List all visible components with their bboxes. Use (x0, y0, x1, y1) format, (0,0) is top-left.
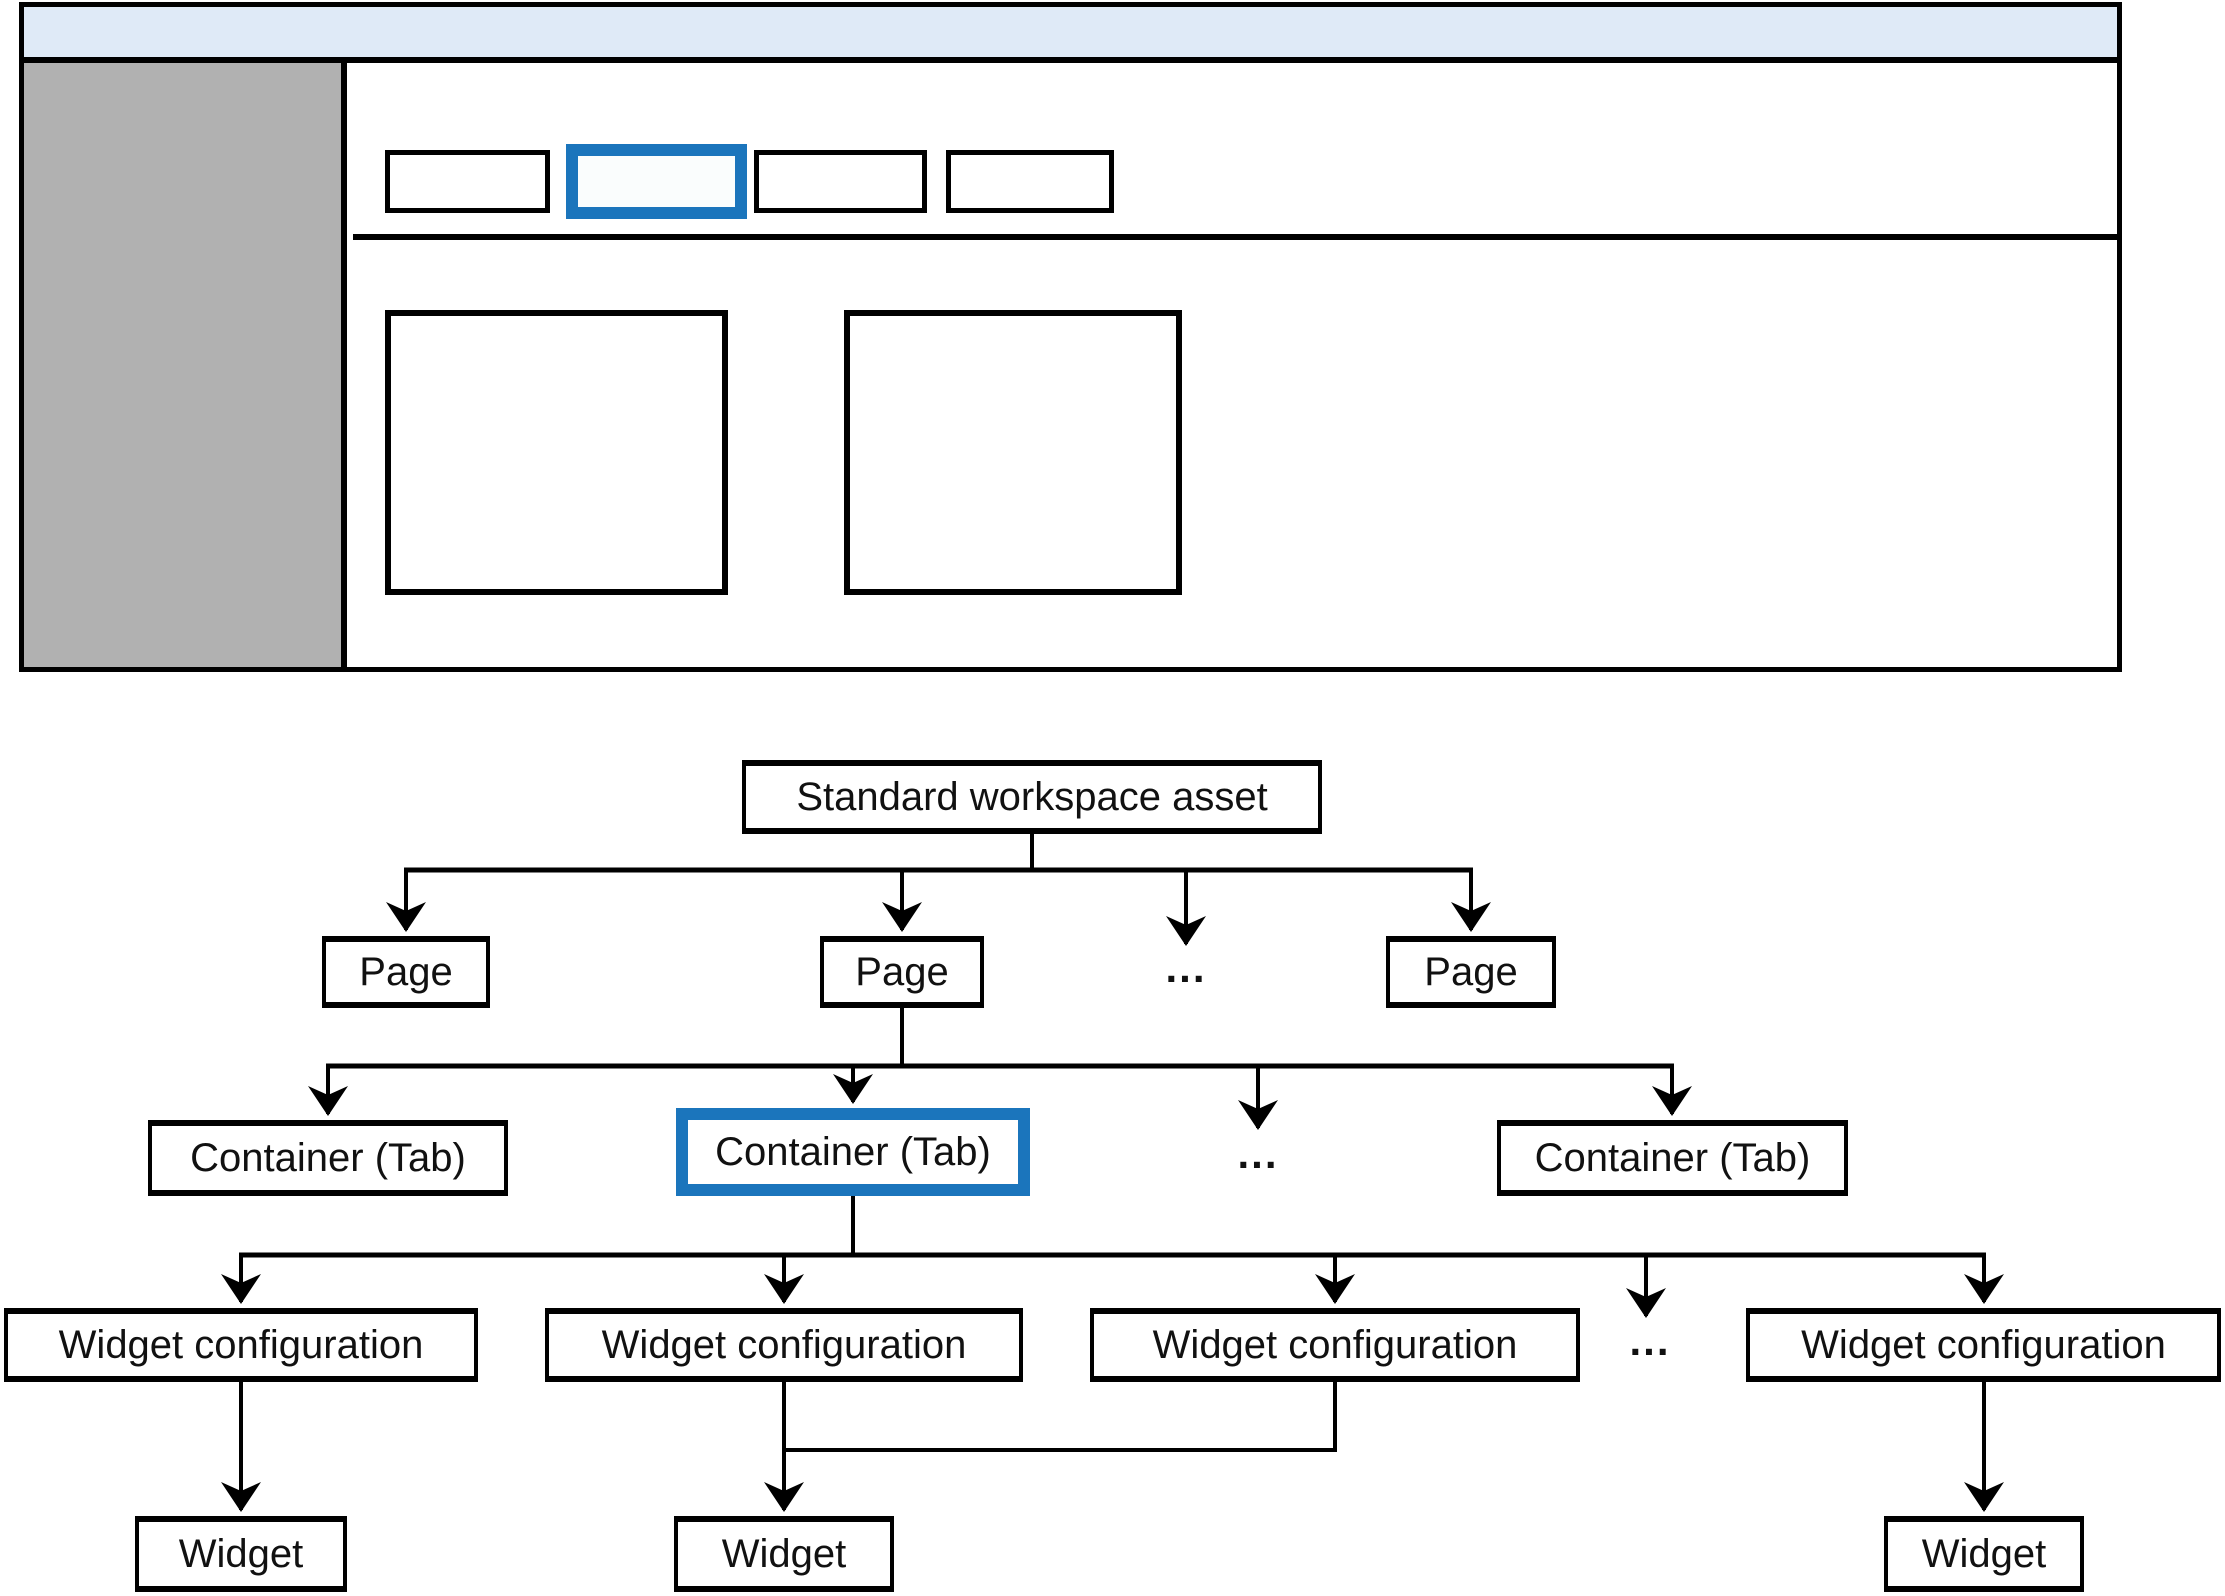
tree-node-widget-3: Widget (1884, 1516, 2084, 1592)
tree-node-label: Container (Tab) (1534, 1136, 1811, 1180)
tree-node-widget-2: Widget (674, 1516, 894, 1592)
tree-node-label: Container (Tab) (715, 1130, 991, 1174)
tree-node-page-2: Page (820, 936, 984, 1008)
wireframe-header-bar (24, 7, 2117, 63)
tree-node-container-tab-1: Container (Tab) (148, 1120, 508, 1196)
tree-node-label: Widget configuration (1152, 1323, 1518, 1367)
tree-node-page-3: Page (1386, 936, 1556, 1008)
wireframe-sidebar (24, 63, 347, 667)
ellipsis-containers: ... (1237, 1130, 1279, 1178)
tree-node-standard-workspace-asset: Standard workspace asset (742, 760, 1322, 834)
ellipsis-widget-configurations: ... (1629, 1317, 1671, 1365)
tree-node-widget-configuration-3: Widget configuration (1090, 1308, 1580, 1382)
tree-node-label: Standard workspace asset (796, 775, 1268, 819)
tree-node-widget-configuration-2: Widget configuration (545, 1308, 1023, 1382)
tree-node-widget-1: Widget (135, 1516, 347, 1592)
wireframe-tab-3 (754, 150, 927, 213)
tree-node-label: Widget configuration (1801, 1323, 2166, 1367)
tree-node-label: Container (Tab) (190, 1136, 466, 1180)
wireframe-tab-2-active (566, 144, 747, 219)
wireframe-content-box-1 (385, 310, 728, 595)
wireframe-tab-1 (385, 150, 550, 213)
tree-node-label: Page (359, 950, 453, 994)
tree-node-label: Page (855, 950, 949, 994)
tree-node-label: Widget (721, 1532, 847, 1576)
tree-node-label: Widget (178, 1532, 304, 1576)
tree-node-widget-configuration-1: Widget configuration (4, 1308, 478, 1382)
wireframe-tab-4 (946, 150, 1114, 213)
tree-node-label: Widget configuration (601, 1323, 967, 1367)
tree-node-label: Page (1424, 950, 1518, 994)
tree-node-container-tab-2-active: Container (Tab) (676, 1108, 1030, 1196)
ellipsis-pages: ... (1165, 944, 1207, 992)
tree-node-page-1: Page (322, 936, 490, 1008)
wireframe-content-box-2 (844, 310, 1182, 595)
tree-node-label: Widget (1921, 1532, 2047, 1576)
wireframe-tabstrip-divider (353, 234, 2117, 240)
tree-node-label: Widget configuration (58, 1323, 424, 1367)
wireframe-window (19, 2, 2122, 672)
tree-node-widget-configuration-4: Widget configuration (1746, 1308, 2221, 1382)
tree-node-container-tab-3: Container (Tab) (1497, 1120, 1848, 1196)
